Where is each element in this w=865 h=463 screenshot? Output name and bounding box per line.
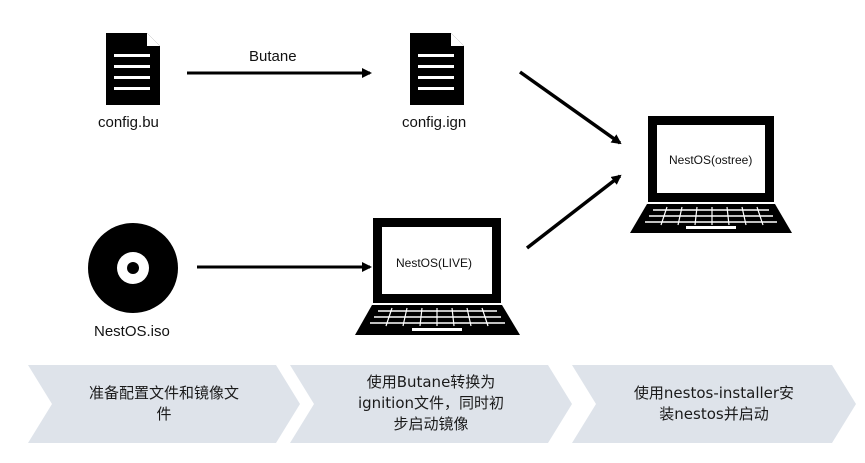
step-1-chevron <box>28 365 300 443</box>
installed-screen-text: NestOS(ostree) <box>669 153 753 167</box>
step-2-text: 使用Butane转换为 ignition文件，同时初 步启动镜像 <box>316 372 546 435</box>
nestos-iso-disc-icon <box>88 223 178 313</box>
step-1-line-1: 准备配置文件和镜像文 <box>88 384 239 402</box>
config-bu-document-icon <box>106 33 160 105</box>
config-ign-document-icon <box>410 33 464 105</box>
config-ign-label: config.ign <box>402 114 467 131</box>
nestos-iso-label: NestOS.iso <box>94 323 170 340</box>
step-2-line-3: 步启动镜像 <box>393 415 469 433</box>
installed-laptop-icon <box>630 116 792 233</box>
live-to-installed-arrow <box>525 174 622 250</box>
ign-to-installed-arrow <box>518 70 622 145</box>
step-3-line-1: 使用nestos-installer安 <box>633 384 795 402</box>
config-bu-label: config.bu <box>98 114 159 131</box>
step-3-text: 使用nestos-installer安 装nestos并启动 <box>598 383 830 425</box>
step-3-chevron <box>572 365 856 443</box>
butane-arrow-label: Butane <box>249 48 297 65</box>
step-1-line-2: 件 <box>156 405 172 423</box>
step-1-text: 准备配置文件和镜像文 件 <box>52 383 276 425</box>
step-3-line-2: 装nestos并启动 <box>659 405 769 423</box>
live-laptop-icon <box>355 218 520 335</box>
step-2-chevron <box>290 365 572 443</box>
step-2-line-1: 使用Butane转换为 <box>366 373 496 391</box>
step-2-line-2: ignition文件，同时初 <box>357 394 505 412</box>
live-screen-text: NestOS(LIVE) <box>396 256 473 270</box>
